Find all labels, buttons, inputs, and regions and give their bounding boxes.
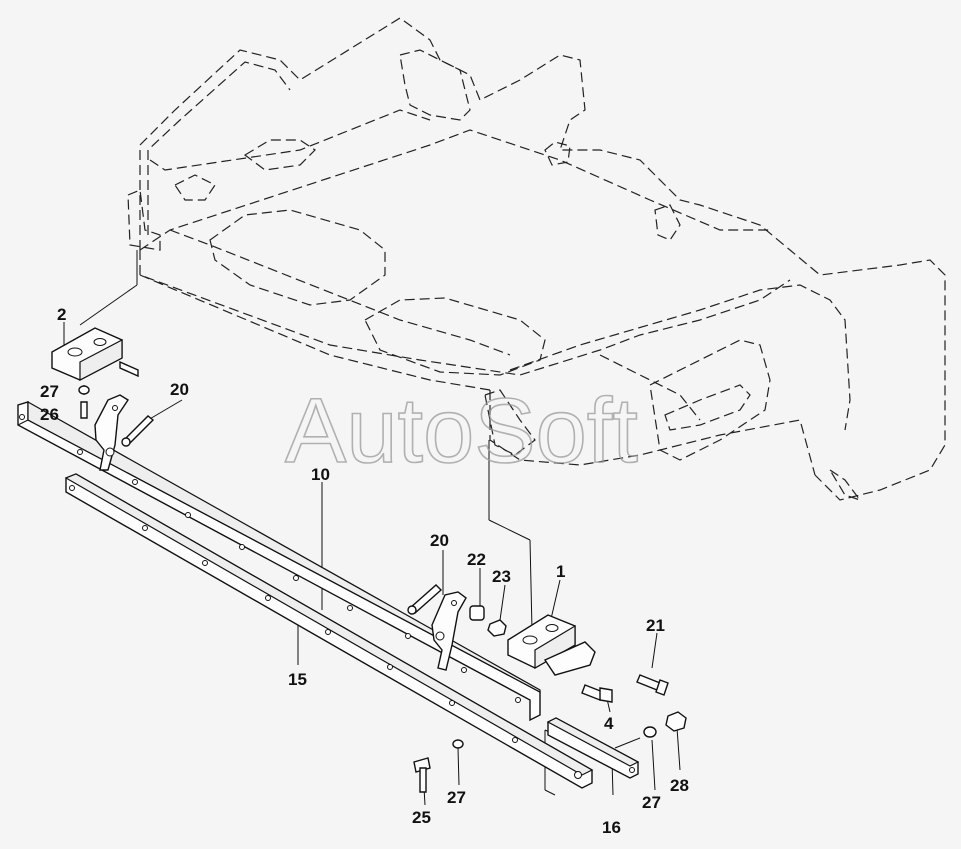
hinge-bracket-right <box>431 591 467 671</box>
callout-23: 23 <box>492 567 511 586</box>
callout-20-right: 20 <box>430 531 449 550</box>
callout-20-left: 20 <box>170 380 189 399</box>
callout-25: 25 <box>412 808 431 827</box>
callout-26: 26 <box>40 405 59 424</box>
mount-bracket-1 <box>507 614 596 676</box>
callout-15: 15 <box>288 670 307 689</box>
watermark-text: AutoSoft <box>285 380 638 482</box>
callout-22: 22 <box>467 550 486 569</box>
pins-and-fasteners <box>78 385 687 793</box>
mount-bracket-2 <box>51 327 139 381</box>
callout-28: 28 <box>670 776 689 795</box>
callout-10: 10 <box>311 465 330 484</box>
callout-labels: 2 1 4 10 15 16 20 20 21 22 23 25 26 27 2… <box>40 305 689 837</box>
rail-16 <box>546 717 640 779</box>
callout-27-middle: 27 <box>447 788 466 807</box>
callout-16: 16 <box>602 818 621 837</box>
callout-2: 2 <box>57 305 66 324</box>
callout-27-left: 27 <box>40 382 59 401</box>
callout-1: 1 <box>556 562 565 581</box>
rail-15 <box>64 473 594 789</box>
rail-10 <box>17 400 541 722</box>
hinge-bracket-left <box>94 394 129 471</box>
frame-phantom <box>127 17 946 502</box>
callout-21: 21 <box>646 616 665 635</box>
callout-27-right: 27 <box>642 793 661 812</box>
callout-4: 4 <box>604 714 614 733</box>
